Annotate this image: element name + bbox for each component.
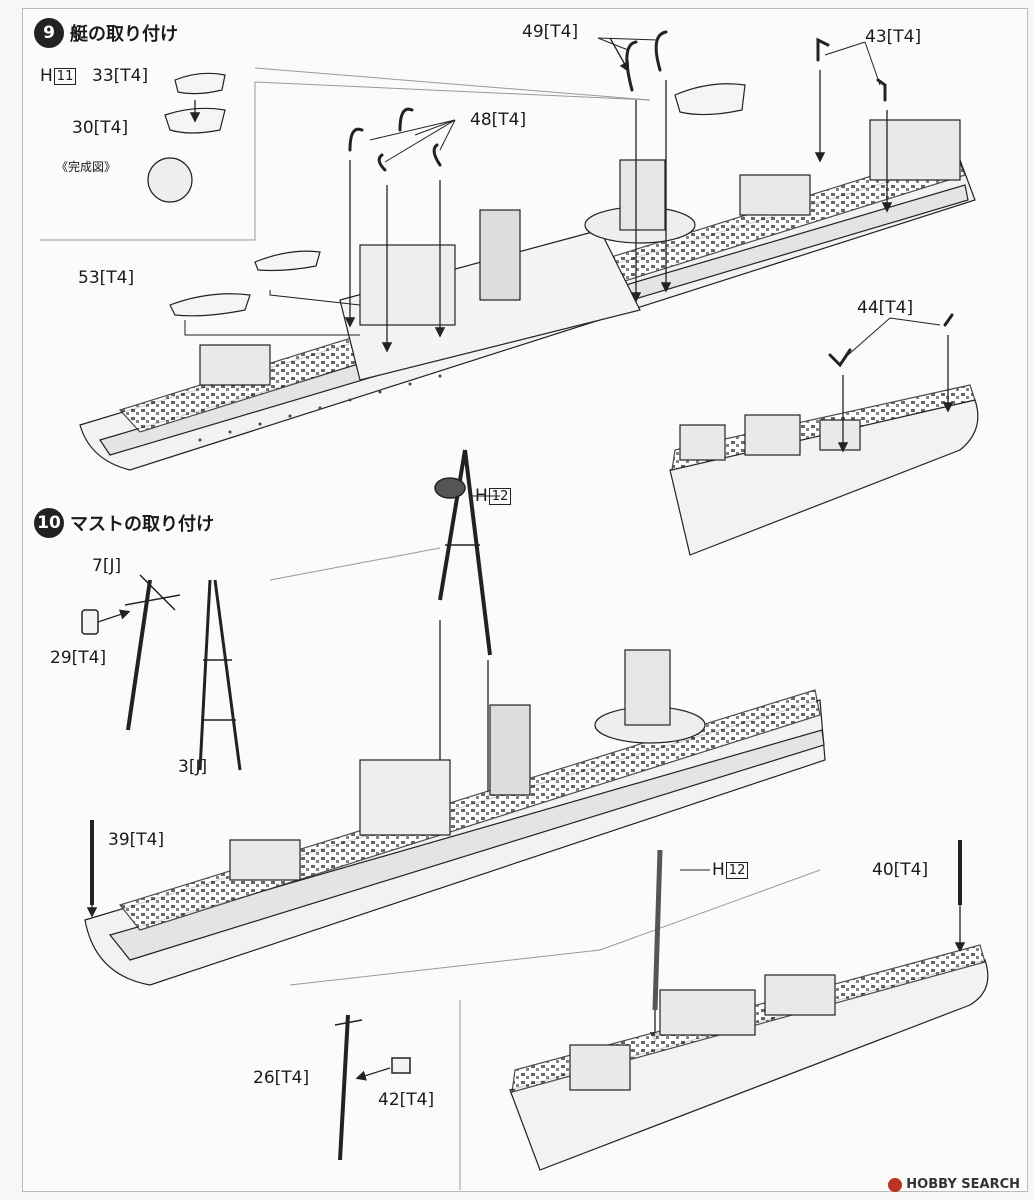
step-title: 艇の取り付け: [70, 24, 178, 45]
part-box-number: 12: [488, 487, 512, 505]
part-prefix: H: [712, 860, 725, 880]
part-label-48: 48[T4]: [470, 110, 527, 130]
part-label-7: 7[J]: [92, 556, 122, 576]
logo-icon: [888, 1177, 903, 1192]
part-prefix: H: [40, 66, 53, 86]
part-label-3: 3[J]: [178, 757, 208, 777]
step-10-heading: 10 マストの取り付け: [34, 508, 214, 538]
completed-view-note: 《完成図》: [56, 160, 117, 174]
destroyer-hull-step10: [84, 649, 826, 986]
watermark: HOBBY SEARCH: [888, 1177, 1020, 1192]
part-label-43: 43[T4]: [865, 27, 922, 47]
step-title: マストの取り付け: [70, 514, 214, 535]
part-box-number: 11: [53, 67, 77, 85]
stern-closeup-44: [669, 384, 979, 556]
part-label-33: 33[T4]: [92, 66, 149, 86]
part-prefix: H: [475, 486, 488, 506]
destroyer-hull-step9: [79, 119, 976, 471]
part-box-number: 12: [725, 861, 749, 879]
watermark-text: HOBBY SEARCH: [906, 1177, 1020, 1192]
part-label-53: 53[T4]: [78, 268, 135, 288]
part-label-26: 26[T4]: [253, 1068, 310, 1088]
part-label-42: 42[T4]: [378, 1090, 435, 1110]
part-label-44: 44[T4]: [857, 298, 914, 318]
part-label-29: 29[T4]: [50, 648, 107, 668]
step-number: 9: [34, 18, 64, 48]
step-9-heading: 9 艇の取り付け: [34, 18, 178, 48]
step-number: 10: [34, 508, 64, 538]
stern-closeup-40: [509, 944, 989, 1171]
part-label-39: 39[T4]: [108, 830, 165, 850]
part-label-30: 30[T4]: [72, 118, 129, 138]
part-label-40: 40[T4]: [872, 860, 929, 880]
part-label-49: 49[T4]: [522, 22, 579, 42]
